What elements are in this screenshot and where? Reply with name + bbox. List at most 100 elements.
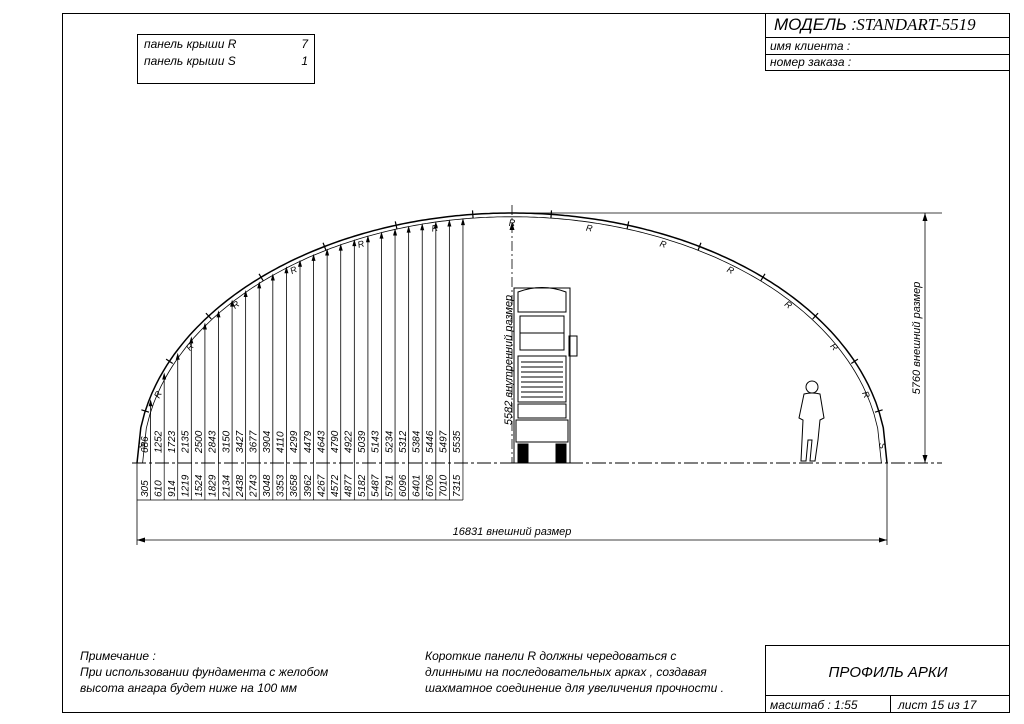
height-label: 3150 — [221, 430, 232, 453]
person-head — [805, 380, 819, 394]
ordinate-arrow — [243, 290, 248, 298]
ordinate-arrow — [202, 322, 207, 330]
ordinate-arrow — [406, 225, 411, 233]
panel-mark: R — [356, 238, 366, 250]
model-title: МОДЕЛЬ :STANDART-5519 — [774, 15, 976, 34]
offset-label: 4267 — [316, 474, 327, 497]
ordinate-arrow — [162, 372, 167, 380]
offset-label: 914 — [167, 480, 178, 497]
panel-count: 1 — [301, 54, 308, 68]
order-number-label: номер заказа : — [770, 55, 852, 69]
inner-height-arrow — [509, 222, 515, 230]
ordinate-arrow — [433, 221, 438, 229]
panel-joint — [550, 210, 553, 219]
offset-label: 1219 — [181, 474, 192, 497]
height-label: 3904 — [262, 430, 273, 453]
panel-joint — [626, 221, 630, 230]
height-label: 4643 — [316, 430, 327, 453]
truck-cab-outline — [513, 287, 571, 464]
ordinate-arrow — [447, 219, 452, 227]
height-label: 5535 — [452, 430, 463, 453]
note-line: длинными на последовательных арках , соз… — [425, 665, 707, 679]
panel-mark: R — [152, 389, 164, 400]
ordinate-arrow — [270, 273, 275, 281]
panel-mark: R — [783, 299, 795, 311]
height-label: 4110 — [276, 431, 287, 453]
panel-joint — [322, 242, 327, 251]
person-body — [798, 392, 825, 462]
height-label: 2500 — [194, 430, 205, 454]
height-label: 3677 — [248, 430, 259, 453]
truck-headlights — [517, 403, 567, 419]
ordinate-arrow — [175, 352, 180, 360]
width-label: 16831 внешний размер — [453, 526, 572, 538]
truck-figure — [513, 287, 578, 464]
footer-block: ПРОФИЛЬ АРКИ масштаб : 1:55 лист 15 из 1… — [765, 645, 1010, 713]
offset-label: 2134 — [221, 474, 232, 498]
client-name-label: имя клиента : — [770, 39, 851, 53]
arch-geometry: SRRRRRRRRRRRRRS — [132, 205, 942, 464]
panel-joint — [205, 312, 212, 320]
panel-mark: R — [230, 299, 242, 311]
panel-row-r: панель крыши R 7 — [144, 37, 308, 53]
panel-mark: S — [136, 442, 147, 450]
offset-label: 4877 — [344, 474, 355, 497]
height-label: 4479 — [303, 430, 314, 453]
ordinate-arrow — [460, 218, 465, 226]
inner-height-label: 5582 внутренний размер — [503, 295, 515, 425]
height-label: 4922 — [344, 430, 355, 453]
outer-height-label: 5760 внешний размер — [911, 282, 923, 395]
height-label: 5234 — [384, 430, 395, 453]
height-label: 2135 — [181, 430, 192, 454]
ordinate-arrow — [298, 259, 303, 267]
panel-mark: R — [509, 218, 516, 228]
panel-joint — [165, 358, 174, 365]
offset-label: 5182 — [357, 474, 368, 497]
height-label: 5446 — [425, 430, 436, 453]
panel-staggering-note: Короткие панели R должны чередоваться с … — [425, 648, 724, 696]
truck-grille — [517, 355, 567, 403]
offset-label: 2743 — [248, 474, 259, 498]
offset-label: 6401 — [411, 475, 422, 497]
offset-label: 6096 — [398, 474, 409, 497]
panel-joint — [874, 409, 883, 413]
panel-mark: R — [828, 341, 840, 353]
ordinate-arrow — [379, 231, 384, 239]
truck-wheel — [517, 443, 529, 464]
ordinate-arrow — [189, 336, 194, 344]
ordinate-arrow — [148, 399, 153, 407]
ordinate-arrow — [284, 266, 289, 274]
panel-count: 7 — [301, 37, 308, 51]
profile-title: ПРОФИЛЬ АРКИ — [828, 664, 948, 681]
panel-name: панель крыши R — [144, 37, 237, 51]
height-label: 5312 — [398, 430, 409, 453]
offset-label: 1524 — [194, 474, 205, 497]
ordinate-arrow — [325, 248, 330, 256]
note-line: высота ангара будет ниже на 100 мм — [80, 681, 298, 695]
ordinate-arrow — [311, 253, 316, 261]
offset-label: 3048 — [262, 474, 273, 497]
offset-label: 610 — [153, 480, 164, 497]
ordinate-arrow — [393, 228, 398, 236]
height-label: 2843 — [208, 430, 219, 454]
panel-mark: R — [659, 238, 669, 250]
ordinate-arrow — [216, 310, 221, 318]
ordinate-arrow — [338, 243, 343, 251]
panel-name: панель крыши S — [144, 54, 236, 68]
panel-mark: R — [860, 389, 872, 400]
truck-mirror — [568, 335, 578, 357]
ordinate-arrow — [257, 281, 262, 289]
panel-mark: S — [877, 442, 888, 450]
offset-label: 6706 — [425, 474, 436, 497]
panel-mark: R — [725, 264, 736, 276]
offset-label: 305 — [140, 480, 151, 497]
height-label: 5497 — [439, 430, 450, 453]
offset-label: 4572 — [330, 474, 341, 497]
note-heading: Примечание : — [80, 649, 156, 663]
foundation-note: Примечание : При использовании фундамент… — [80, 648, 328, 696]
panel-joint — [258, 273, 264, 281]
height-label: 3427 — [235, 430, 246, 453]
height-label: 5039 — [357, 430, 368, 453]
